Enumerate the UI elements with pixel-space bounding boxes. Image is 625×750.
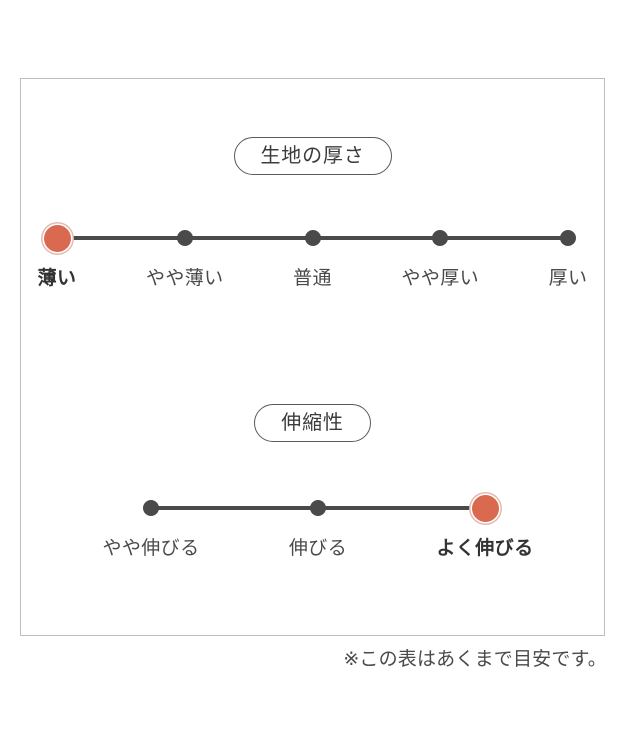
scale-labels-stretch: やや伸びる 伸びる よく伸びる [103,537,534,569]
scale-point-thickness-1 [176,230,193,246]
fabric-spec-card: 生地の厚さ 薄い やや薄い 普通 やや厚い 厚い 伸縮性 やや伸びる 伸びる よく伸びる [20,78,605,636]
footnote-disclaimer: ※この表はあくまで目安です。 [343,648,607,670]
section-stretch-badge-row: 伸縮性 [21,404,604,442]
scale-point-stretch-0 [143,500,159,516]
section-badge-thickness: 生地の厚さ [233,137,392,175]
scale-label-thickness-3: やや厚い [401,267,480,289]
scale-point-stretch-2 [471,494,499,522]
scale-point-stretch-1 [310,500,326,516]
scale-point-thickness-4 [560,230,576,246]
scale-label-stretch-0: やや伸びる [102,537,200,559]
scale-label-thickness-2: 普通 [293,267,332,289]
scale-point-thickness-3 [432,230,449,246]
scale-label-thickness-1: やや薄い [145,267,224,289]
scale-point-thickness-0 [43,224,71,252]
section-thickness-badge-row: 生地の厚さ [21,137,604,175]
scale-label-thickness-0: 薄い [37,267,77,289]
scale-stretch [143,494,499,522]
scale-labels-thickness: 薄い やや薄い 普通 やや厚い 厚い [38,267,587,299]
scale-thickness [43,224,576,252]
section-badge-stretch: 伸縮性 [254,404,371,442]
scale-label-stretch-1: 伸びる [288,537,348,559]
scale-label-thickness-4: 厚い [548,267,588,289]
scale-label-stretch-2: よく伸びる [436,537,534,559]
scale-point-thickness-2 [304,230,321,246]
